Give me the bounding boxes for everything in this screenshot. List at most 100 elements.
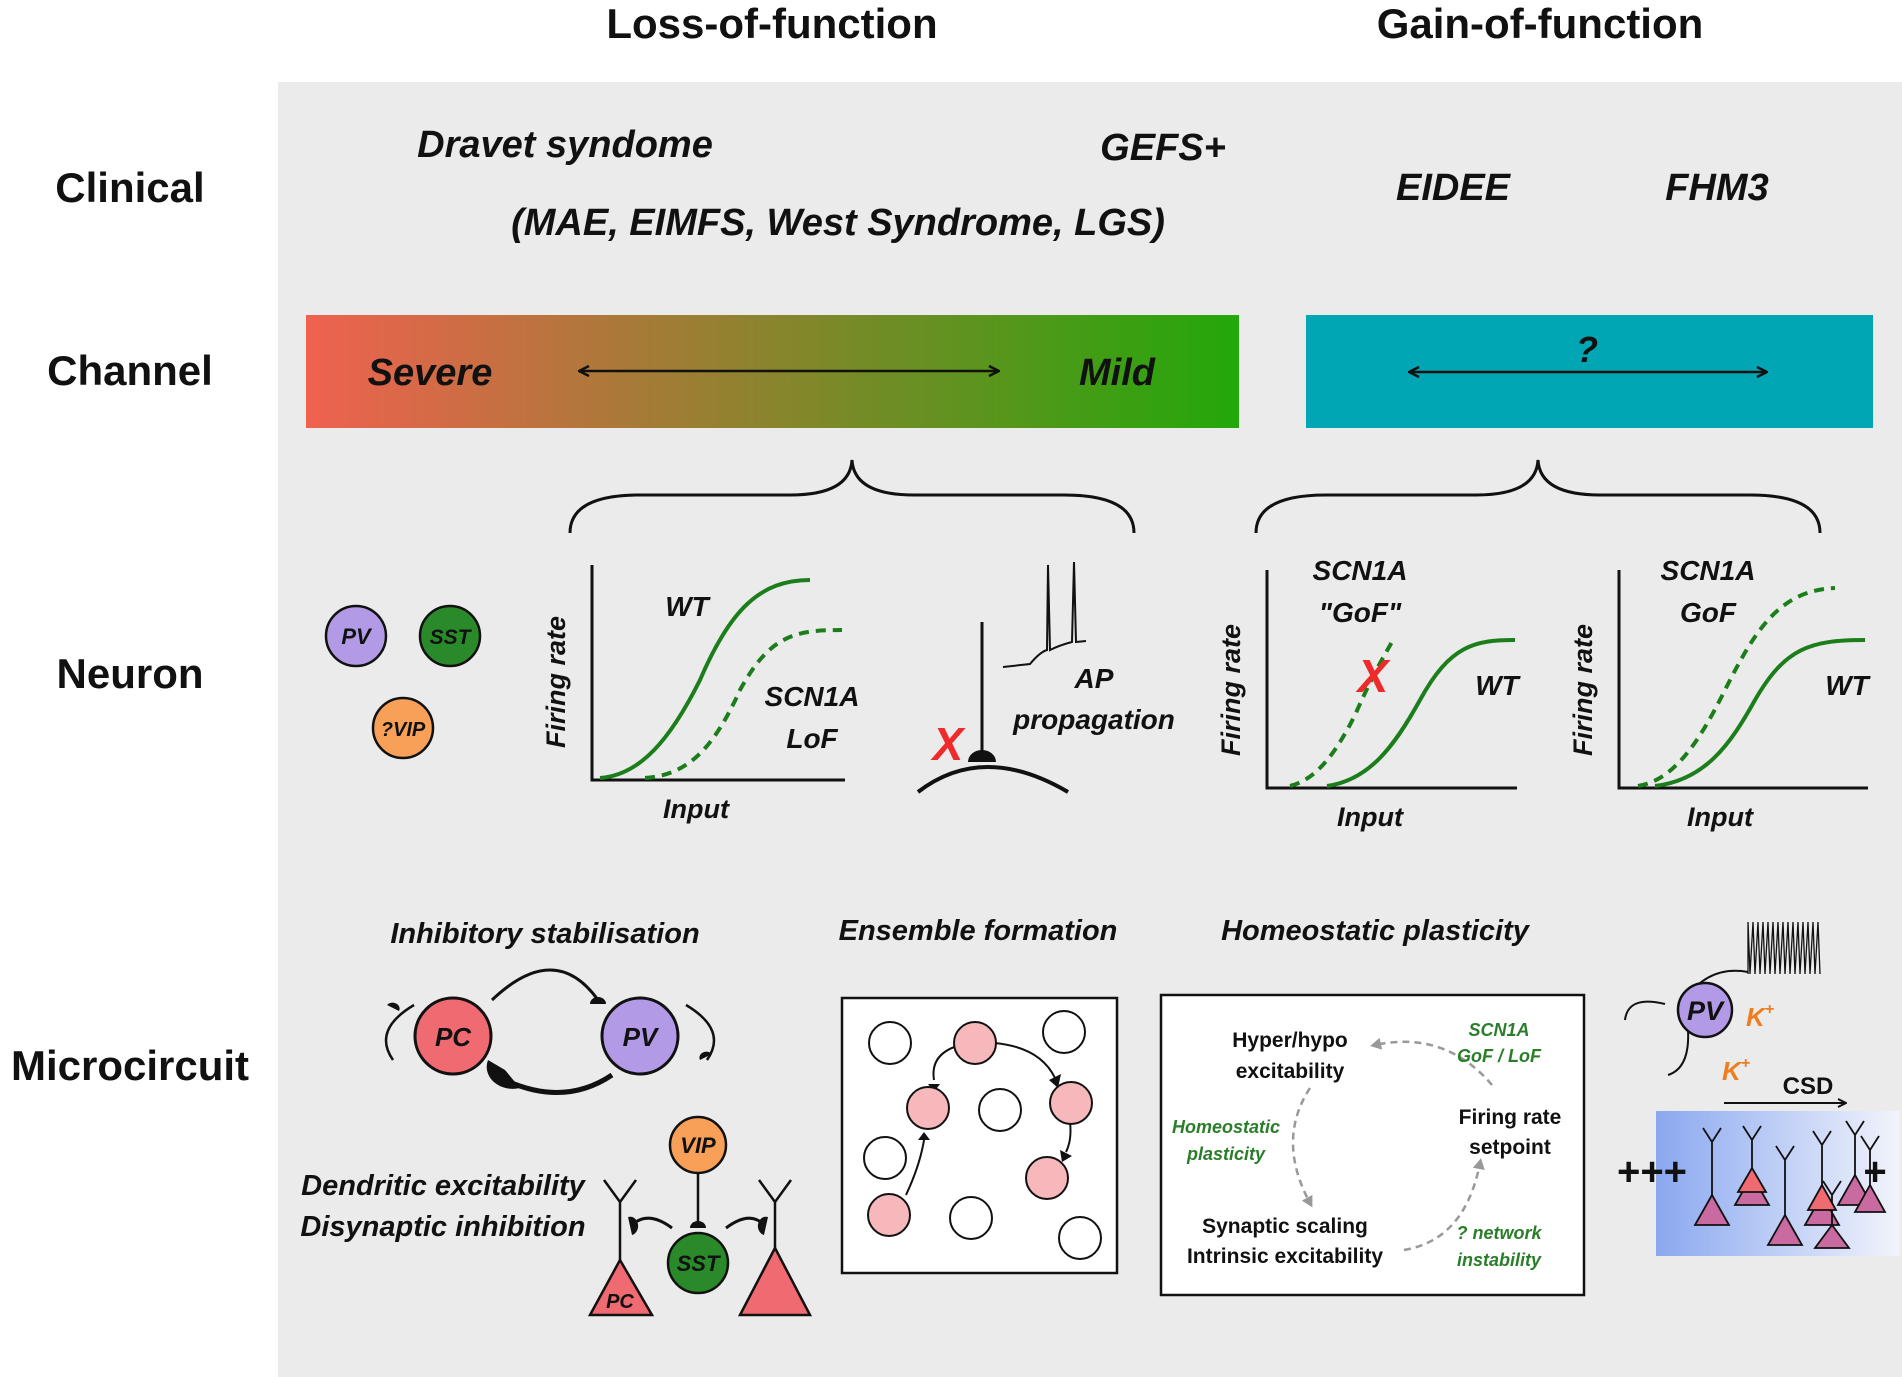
neuron-pv-cell	[324, 604, 388, 668]
homeo-scaling-2: Intrinsic excitability	[1187, 1245, 1383, 1268]
csd-plus-right: +	[1863, 1150, 1886, 1194]
neuron-pv-label: PV	[341, 624, 373, 649]
gof-question: ?	[1576, 329, 1598, 370]
lof-mut-label-2: LoF	[786, 723, 838, 754]
gof2-title-2: GoF	[1680, 597, 1737, 628]
homeo-scaling-1: Synaptic scaling	[1202, 1215, 1368, 1238]
pc-to-pv-arc	[490, 968, 600, 1002]
homeo-scn-2: GoF / LoF	[1457, 1046, 1542, 1066]
clinical-gefs: GEFS+	[1100, 127, 1226, 169]
neuron-vip-cell	[371, 696, 435, 760]
neuron-vip-label: ?VIP	[381, 719, 426, 741]
neuron-sst-label: SST	[430, 626, 473, 649]
row-label-clinical: Clinical	[55, 164, 204, 211]
dend-vip-label: VIP	[680, 1133, 716, 1158]
lof-header: Loss-of-function	[606, 0, 937, 47]
row-label-microcircuit: Microcircuit	[11, 1042, 249, 1089]
lof-plot-axes	[590, 565, 845, 782]
fhm-pv-cell	[1676, 981, 1734, 1039]
dend-vip-cell	[668, 1115, 728, 1175]
postsynaptic-membrane	[916, 765, 1070, 794]
homeo-title: Homeostatic plasticity	[1221, 915, 1531, 947]
sst-to-right-terminal	[757, 1216, 768, 1235]
csd-label: CSD	[1783, 1073, 1834, 1100]
lof-mut-label-1: SCN1A	[765, 681, 860, 712]
dend-sst-label: SST	[677, 1251, 721, 1276]
gof2-title-1: SCN1A	[1661, 555, 1756, 586]
k-ion-2: K+	[1722, 1055, 1750, 1086]
pv-autapse-terminal	[699, 1051, 712, 1060]
homeo-plasticity-2: plasticity	[1186, 1144, 1266, 1164]
pc-autapse-terminal	[387, 1002, 400, 1011]
ap-cross: X	[930, 718, 966, 770]
gof1-cross: X	[1355, 650, 1391, 702]
lof-wt-label: WT	[665, 591, 711, 622]
gof2-wt-curve	[1654, 638, 1866, 788]
clinical-fhm3: FHM3	[1665, 167, 1768, 209]
fhm-pv-label: PV	[1687, 996, 1725, 1026]
homeo-setpoint-1: Firing rate	[1459, 1106, 1562, 1129]
gof2-mutant-curve	[1637, 586, 1836, 788]
gof1-title-1: SCN1A	[1313, 555, 1408, 586]
lof-fr-axis-label: Firing rate	[541, 616, 571, 748]
pv-spike-train	[1747, 921, 1821, 975]
lof-input-axis-label: Input	[663, 794, 730, 824]
ensemble-title: Ensemble formation	[839, 915, 1118, 947]
gof2-plot-axes	[1617, 570, 1868, 790]
gof-header: Gain-of-function	[1377, 0, 1704, 47]
ap-label-1: AP	[1074, 663, 1114, 694]
gof1-fr-axis-label: Firing rate	[1216, 624, 1246, 756]
ensemble-connections	[905, 1042, 1072, 1196]
row-label-neuron: Neuron	[57, 650, 204, 697]
inhib-pc-cell	[413, 996, 493, 1076]
clinical-dravet: Dravet syndome	[417, 124, 713, 166]
disynaptic-label: Disynaptic inhibition	[300, 1211, 585, 1243]
left-pc-label: PC	[606, 1291, 634, 1313]
homeo-arrow-bottom	[1403, 1158, 1485, 1252]
dend-sst-cell	[666, 1231, 730, 1295]
gof1-input-axis-label: Input	[1337, 802, 1404, 832]
inhib-pv-cell	[600, 996, 680, 1076]
neuron-sst-cell	[418, 604, 482, 668]
gof1-plot-axes	[1265, 570, 1517, 790]
left-pc-soma	[587, 1257, 655, 1317]
gof-brace	[1254, 459, 1822, 534]
dendritic-label: Dendritic excitability	[301, 1170, 587, 1202]
homeo-arrow-top	[1370, 1037, 1493, 1086]
ap-trace	[1002, 561, 1087, 668]
homeo-plasticity-1: Homeostatic	[1172, 1117, 1280, 1137]
inhib-title: Inhibitory stabilisation	[390, 918, 699, 950]
homeo-hyper-1: Hyper/hypo	[1232, 1029, 1348, 1052]
pc-to-pv-terminal	[590, 997, 606, 1004]
lof-wt-curve	[599, 578, 811, 780]
homeo-hyper-2: excitability	[1236, 1060, 1345, 1083]
synaptic-bouton	[968, 750, 996, 762]
homeo-scn-1: SCN1A	[1468, 1020, 1529, 1040]
gof1-mutant-curve	[1289, 639, 1395, 788]
lof-brace	[568, 459, 1136, 534]
k-ion-1: K+	[1746, 1001, 1774, 1032]
homeo-network-2: instability	[1457, 1250, 1542, 1270]
lof-mutant-curve	[644, 628, 843, 780]
sst-to-left-terminal	[628, 1216, 639, 1235]
homeo-arrow-left	[1291, 1087, 1313, 1208]
channel-severe: Severe	[368, 352, 493, 394]
pv-process-bottom	[1667, 1029, 1690, 1076]
clinical-eidee: EIDEE	[1396, 167, 1512, 209]
gof1-wt-curve	[1326, 638, 1516, 788]
pv-to-pc-terminal	[486, 1060, 520, 1089]
channel-mild: Mild	[1079, 352, 1156, 394]
vip-to-sst-terminal	[690, 1221, 706, 1228]
gof2-wt-label: WT	[1825, 670, 1871, 701]
row-label-channel: Channel	[47, 347, 213, 394]
clinical-others: (MAE, EIMFS, West Syndrome, LGS)	[511, 202, 1165, 244]
homeo-setpoint-2: setpoint	[1469, 1136, 1551, 1159]
gof1-title-2: "GoF"	[1319, 597, 1402, 628]
csd-pyramidal-cells	[1693, 1120, 1887, 1249]
inhib-pc-label: PC	[435, 1022, 472, 1052]
gof2-input-axis-label: Input	[1687, 802, 1754, 832]
right-pc-soma	[737, 1245, 813, 1317]
gof2-fr-axis-label: Firing rate	[1568, 624, 1598, 756]
inhib-pv-label: PV	[623, 1022, 660, 1052]
